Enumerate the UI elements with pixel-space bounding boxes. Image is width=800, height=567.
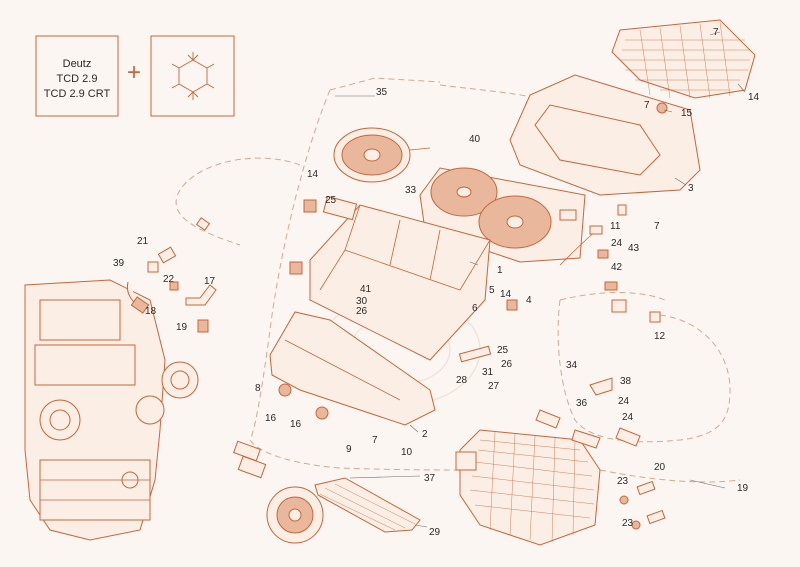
callout-33: 39: [113, 258, 125, 269]
hood-cowl: [509, 74, 701, 196]
hose-routing-lines: [175, 77, 741, 483]
callout-14: 16: [265, 413, 277, 424]
callout-25: 29: [429, 527, 441, 538]
evaporator-unit: [455, 429, 601, 546]
callout-24: 26: [501, 359, 513, 370]
engine-block: [24, 279, 199, 541]
callout-14: 16: [290, 419, 302, 430]
callout-1: 1: [497, 265, 503, 276]
callout-7: 7: [644, 100, 650, 111]
small-fittings-right: [458, 204, 666, 530]
engine-model-1: TCD 2.9: [57, 73, 98, 85]
callout-7: 7: [372, 435, 378, 446]
callout-25: 28: [456, 375, 468, 386]
callout-4: 4: [526, 295, 532, 306]
snowflake-icon: [171, 52, 215, 100]
fan-43: [333, 127, 431, 183]
callout-37: 43: [628, 243, 640, 254]
lower-tray: [269, 311, 436, 426]
callout-12: 14: [500, 289, 512, 300]
callout-9: 11: [610, 221, 621, 232]
callout-19: 21: [137, 236, 149, 247]
callout-6: 6: [472, 303, 478, 314]
callout-26: 30: [356, 296, 368, 307]
callout-8: 9: [346, 444, 352, 455]
callout-29: 35: [376, 87, 388, 98]
callout-32: 38: [620, 376, 632, 387]
callout-17: 19: [737, 483, 749, 494]
callout-23: 25: [325, 195, 337, 206]
callout-36: 42: [611, 262, 623, 273]
callout-3: 3: [688, 183, 694, 194]
callout-labels: 7 14 7 15 3 7 11 24 43 42 40 35 33 14 25…: [113, 27, 760, 538]
callout-24: 27: [488, 381, 500, 392]
callout-19: 22: [163, 274, 175, 285]
callout-16: 19: [176, 322, 188, 333]
callout-24: 26: [356, 306, 368, 317]
callout-19: 23: [617, 476, 629, 487]
engine-brand: Deutz: [63, 58, 92, 70]
callout-22: 24: [611, 238, 623, 249]
engine-model-2: TCD 2.9 CRT: [44, 88, 111, 100]
grille-panel: [611, 19, 756, 99]
callout-10: 12: [654, 331, 666, 342]
callout-23: 25: [497, 345, 509, 356]
callout-2: 2: [422, 429, 428, 440]
callout-5: 5: [489, 285, 495, 296]
callout-20: 24: [622, 412, 634, 423]
cooling-symbol-box: [150, 35, 235, 117]
callout-31: 37: [424, 473, 436, 484]
callout-8: 10: [401, 447, 413, 458]
callout-8: 8: [255, 383, 261, 394]
callout-11: 14: [748, 92, 760, 103]
callout-15: 17: [204, 276, 216, 287]
callout-13: 14: [307, 169, 319, 180]
callout-35: 41: [360, 284, 372, 295]
callout-28: 34: [566, 360, 578, 371]
frame-housing: [289, 195, 491, 361]
ac-compressor: [233, 440, 324, 544]
filter-mesh: [314, 477, 421, 533]
hose-fittings-left: [126, 217, 217, 333]
callout-21: 24: [618, 396, 630, 407]
callout-26: 31: [482, 367, 494, 378]
radiator-fan-assembly: [419, 167, 586, 263]
callout-7: 7: [713, 27, 719, 38]
callout-7: 7: [654, 221, 660, 232]
callout-18: 20: [654, 462, 666, 473]
callout-leaders: [335, 31, 746, 528]
engine-info-box: Deutz TCD 2.9 TCD 2.9 CRT: [35, 35, 119, 117]
plus-symbol: +: [127, 59, 141, 86]
callout-14: 15: [681, 108, 693, 119]
callout-19: 23: [622, 518, 634, 529]
callout-16: 18: [145, 306, 157, 317]
callout-34: 40: [469, 134, 481, 145]
callout-30: 36: [576, 398, 588, 409]
callout-27: 33: [405, 185, 417, 196]
